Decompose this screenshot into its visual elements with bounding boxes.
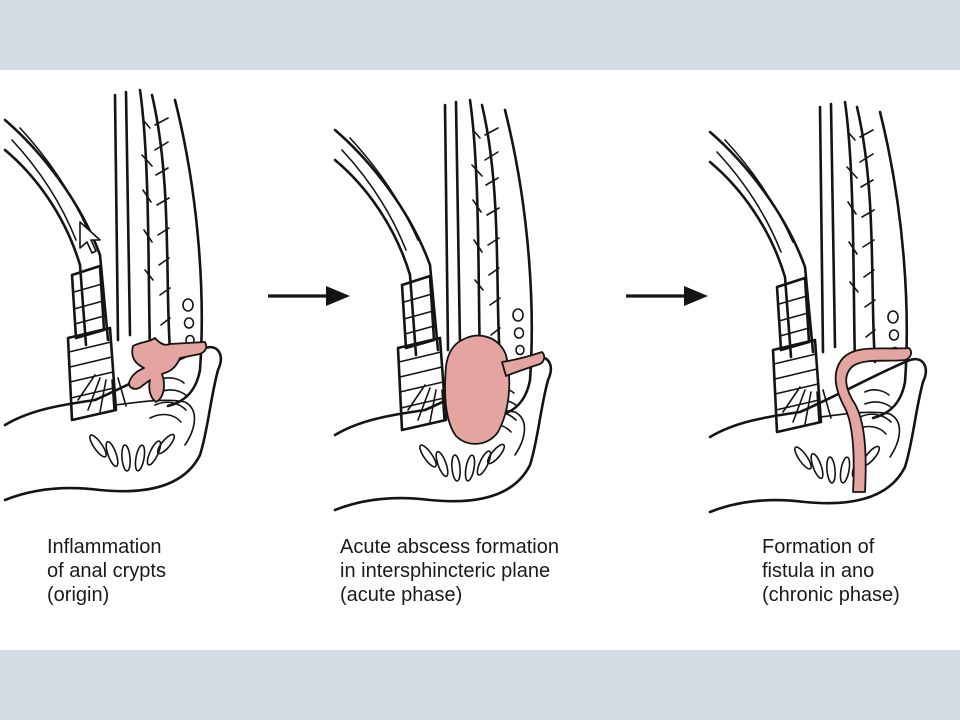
caption-line: Inflammation <box>47 536 162 558</box>
top-frame-band <box>0 0 960 70</box>
fistula-progression-diagram <box>3 88 928 514</box>
fistula-in-ano-illustration <box>708 100 928 514</box>
inflamed-crypt-lesion <box>128 337 208 403</box>
intersphincteric-abscess-illustration <box>333 98 553 512</box>
right-arrow-icon <box>266 284 352 308</box>
intersphincteric-abscess <box>444 334 511 445</box>
slide-canvas: Inflammation of anal crypts (origin) Acu… <box>0 70 960 650</box>
mouse-pointer-icon <box>79 221 101 254</box>
stage-1-caption: Inflammation of anal crypts (origin) <box>47 535 166 607</box>
anal-crypt-inflammation-illustration <box>3 88 223 502</box>
caption-line: Acute abscess formation <box>340 536 559 558</box>
stage-2-caption: Acute abscess formation in intersphincte… <box>340 535 559 607</box>
fistula-tract <box>834 347 912 493</box>
caption-line: (acute phase) <box>340 584 463 606</box>
caption-line: (origin) <box>47 584 110 606</box>
caption-line: fistula in ano <box>762 560 875 582</box>
right-arrow-icon <box>624 284 710 308</box>
caption-line: in intersphincteric plane <box>340 560 551 582</box>
bottom-frame-band <box>0 650 960 720</box>
caption-line: of anal crypts <box>47 560 166 582</box>
abscess-track <box>501 351 546 377</box>
caption-line: (chronic phase) <box>762 584 900 606</box>
stage-3-caption: Formation of fistula in ano (chronic pha… <box>762 535 900 607</box>
caption-line: Formation of <box>762 536 875 558</box>
